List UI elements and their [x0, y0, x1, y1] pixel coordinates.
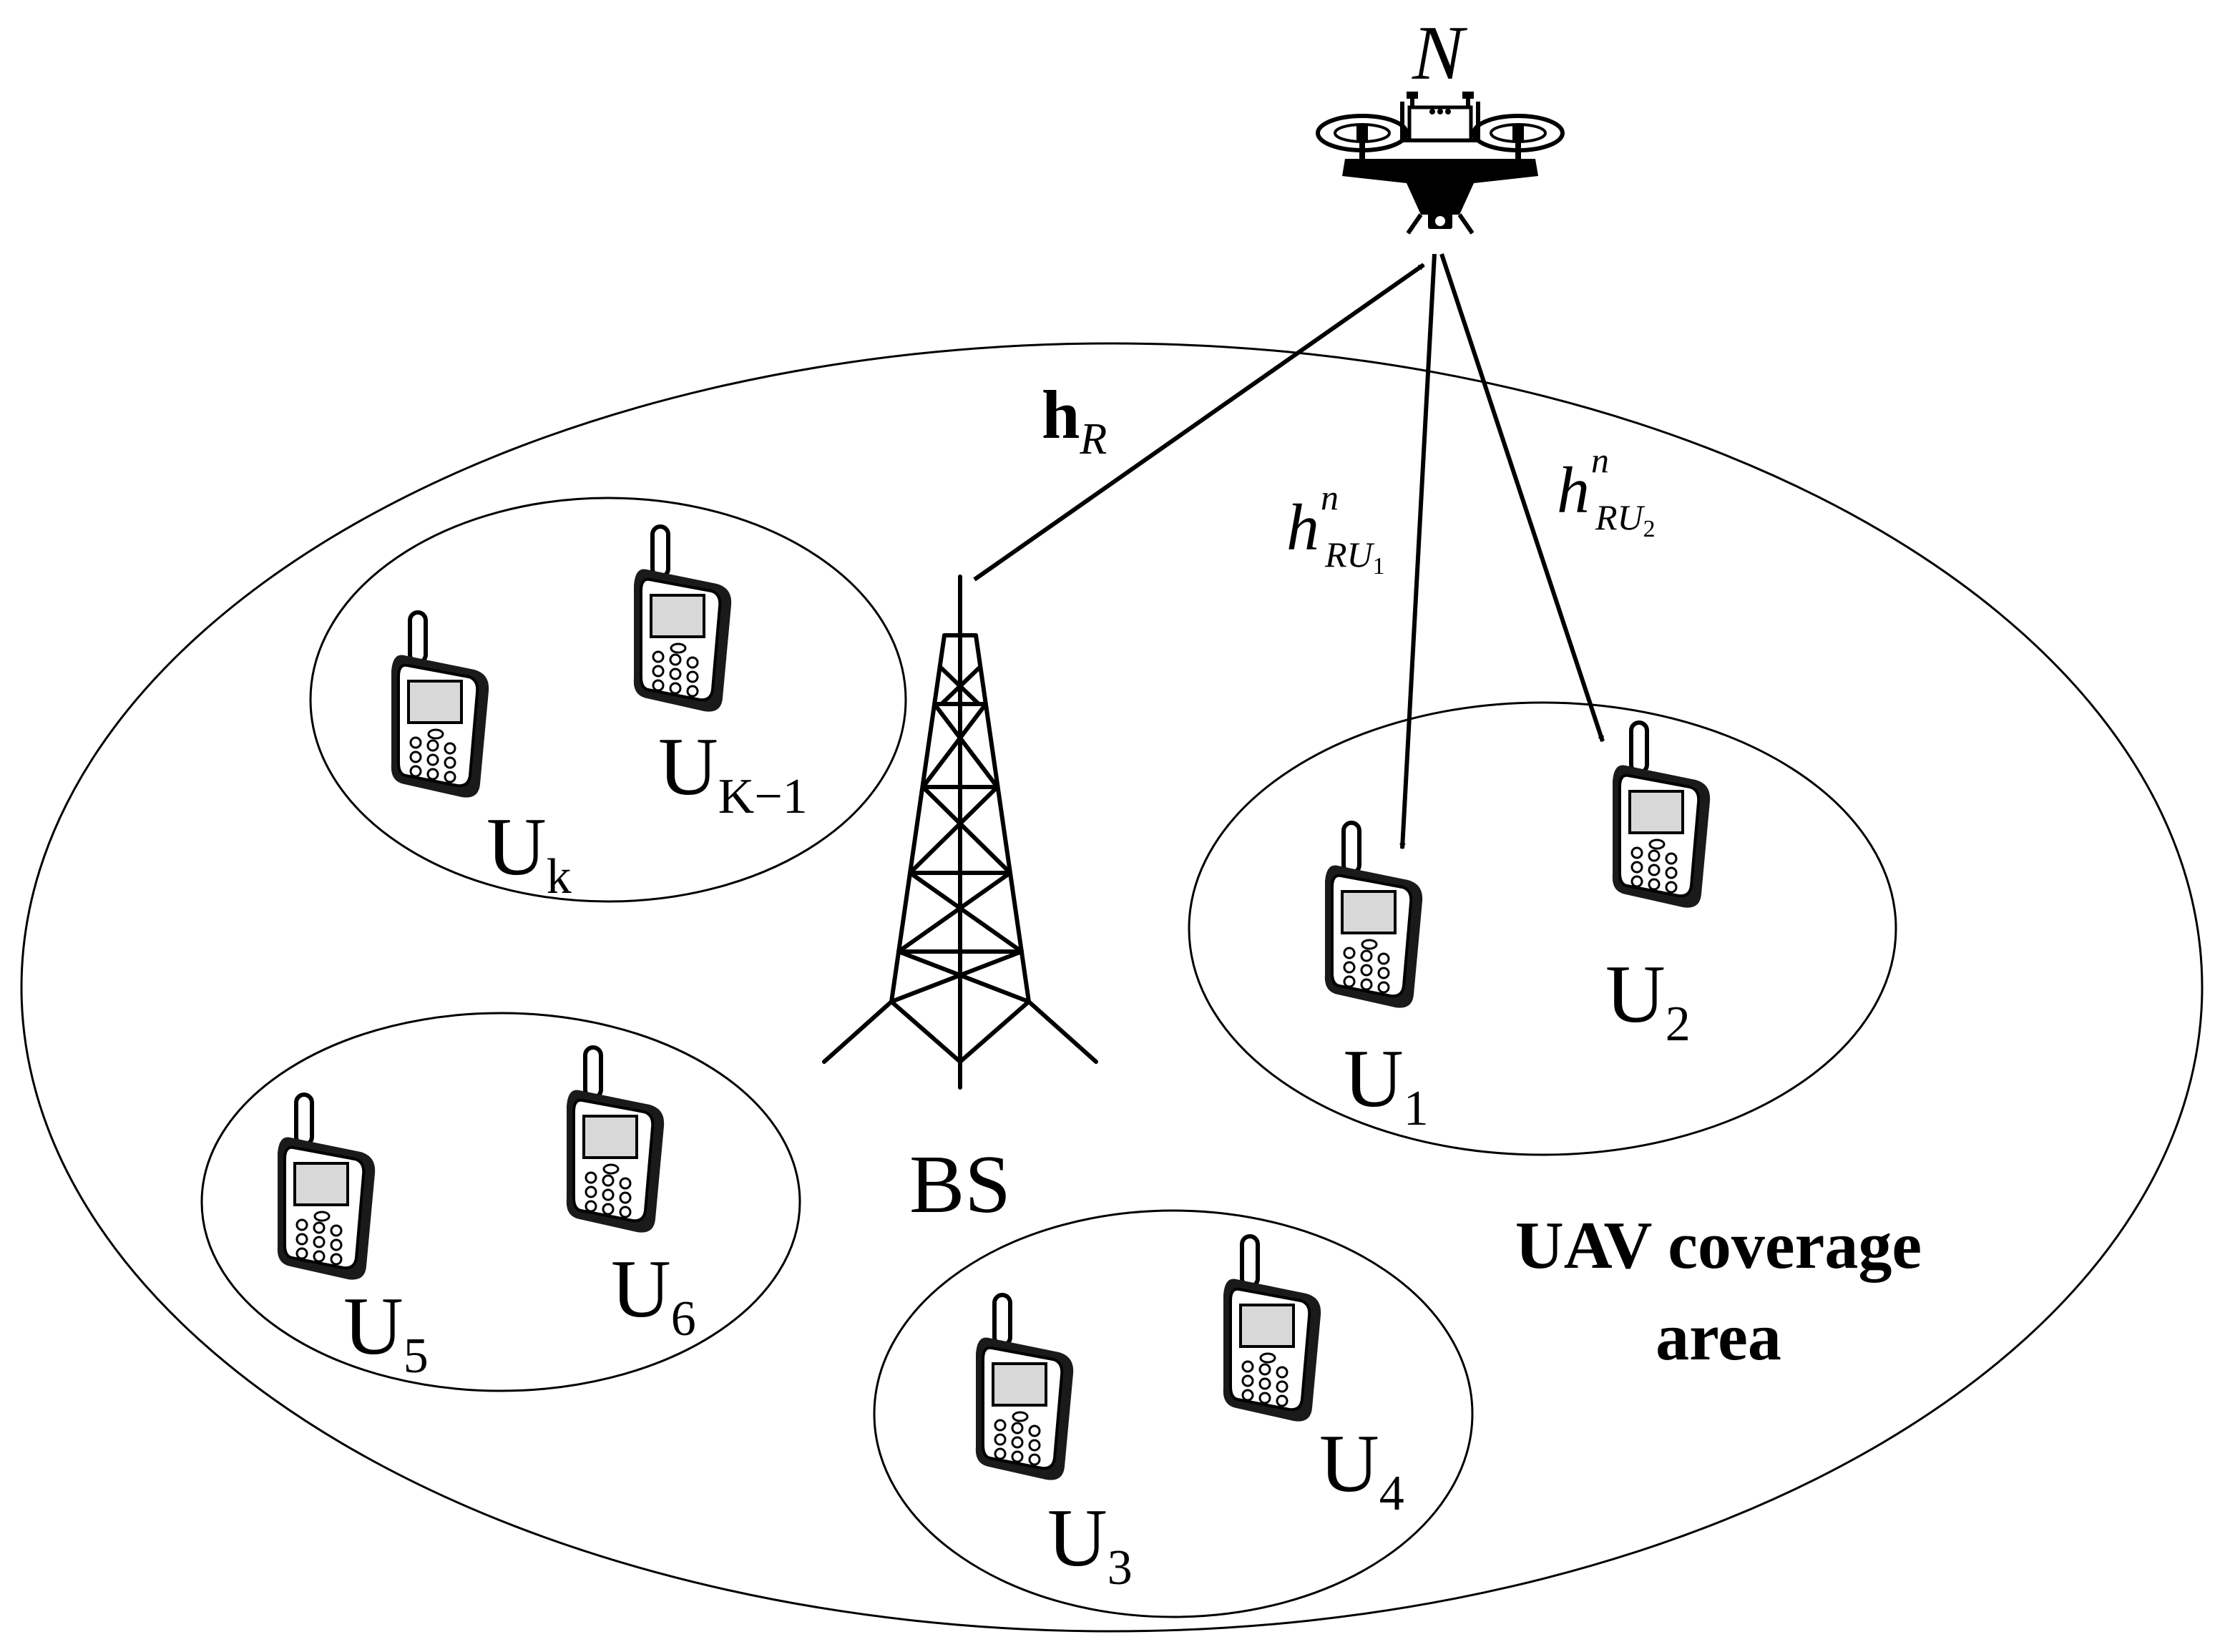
user-label-u5: U5	[343, 1281, 429, 1384]
user-label-uk-minus-1: UK−1	[658, 721, 808, 824]
base-station-tower-icon	[822, 575, 1098, 1090]
coverage-ellipse	[20, 342, 2204, 1633]
uav-label: N	[1412, 11, 1468, 96]
cluster-ellipse-5-6	[200, 1012, 801, 1392]
user-6-phone-icon	[567, 1047, 664, 1233]
user-label-u1: U1	[1344, 1033, 1429, 1136]
channel-label-hR: hR	[1042, 376, 1107, 464]
user-label-u4: U4	[1319, 1418, 1404, 1521]
coverage-label-line1: UAV coverage	[1515, 1208, 1922, 1283]
user-1-phone-icon	[1325, 823, 1422, 1008]
user-label-u3: U3	[1047, 1492, 1133, 1595]
user-2-phone-icon	[1613, 723, 1710, 908]
bs-label: BS	[909, 1139, 1011, 1231]
cluster-ellipse-3-4	[873, 1209, 1474, 1618]
user-5-phone-icon	[278, 1095, 375, 1280]
user-3-phone-icon	[976, 1295, 1073, 1480]
coverage-label-line2: area	[1656, 1300, 1781, 1374]
link-uav-to-u2	[1439, 253, 1605, 741]
cluster-ellipse-1-2	[1188, 701, 1897, 1156]
user-label-u2: U2	[1605, 949, 1691, 1052]
user-label-u6: U6	[611, 1243, 696, 1346]
uav-drone-icon	[1316, 92, 1565, 235]
user-k-minus-1-phone-icon	[634, 527, 731, 712]
link-uav-to-u1	[1402, 253, 1437, 849]
user-label-uk: Uk	[486, 801, 572, 904]
user-k-phone-icon	[391, 612, 489, 798]
cluster-ellipse-k	[309, 497, 907, 903]
link-bs-to-uav	[973, 263, 1425, 582]
user-4-phone-icon	[1223, 1236, 1321, 1422]
